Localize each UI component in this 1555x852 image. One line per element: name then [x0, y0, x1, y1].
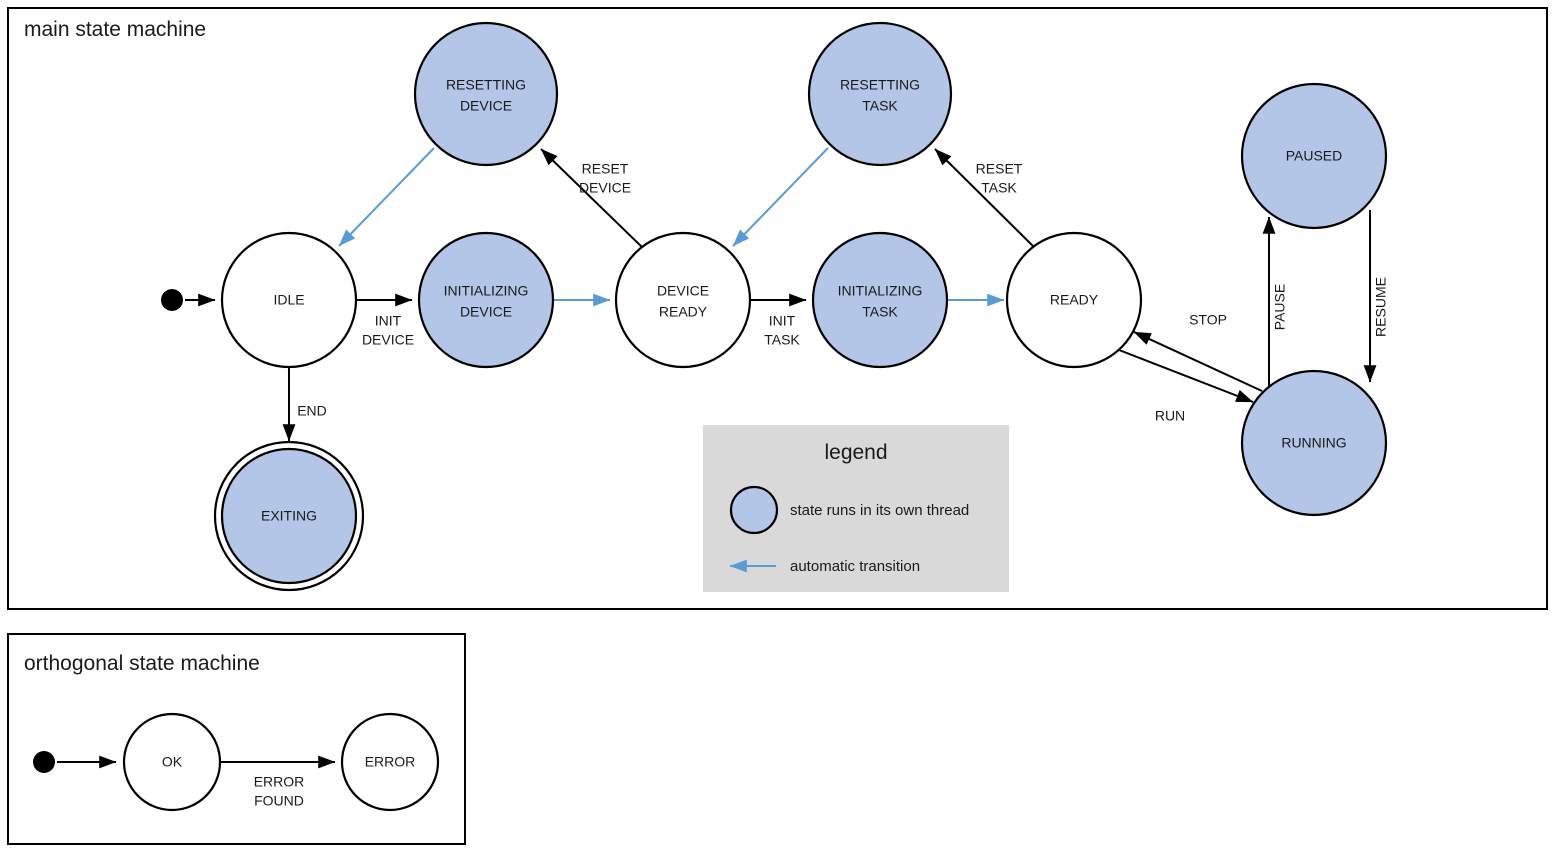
state-error-label: ERROR: [365, 754, 416, 770]
initial-pseudostate-main[interactable]: [161, 289, 183, 311]
state-device-ready-label-line2: READY: [659, 304, 708, 320]
state-device-ready[interactable]: DEVICE READY: [614, 231, 752, 369]
state-initializing-task-shape[interactable]: [811, 231, 949, 369]
state-paused-shape[interactable]: [1240, 82, 1388, 230]
state-running-label: RUNNING: [1281, 435, 1346, 451]
state-resetting-task-label-line1: RESETTING: [840, 77, 920, 93]
transition-running-to-ready: [1133, 331, 1263, 392]
state-idle-shape[interactable]: [220, 231, 358, 369]
edge-label-stop: STOP: [1189, 312, 1227, 328]
orthogonal-frame-title: orthogonal state machine: [24, 652, 260, 675]
state-exiting-shape[interactable]: [220, 447, 358, 585]
edge-label-reset-device-line1: RESET: [582, 161, 629, 177]
state-exiting[interactable]: EXITING: [213, 440, 365, 592]
state-resetting-device-label-line1: RESETTING: [446, 77, 526, 93]
edge-label-pause: PAUSE: [1272, 284, 1288, 330]
main-frame-title: main state machine: [24, 18, 206, 41]
states-layer: IDLE RESETTING DEVICE INITIALIZING DEVIC…: [161, 21, 1388, 592]
edge-label-error-found-line1: ERROR: [254, 774, 305, 790]
state-resetting-device[interactable]: RESETTING DEVICE: [413, 21, 559, 167]
state-initializing-device[interactable]: INITIALIZING DEVICE: [417, 231, 555, 369]
transition-ready-to-running: [1118, 349, 1254, 403]
edge-label-end: END: [297, 403, 327, 419]
state-initializing-device-label-line1: INITIALIZING: [444, 283, 529, 299]
state-resetting-device-shape[interactable]: [413, 21, 559, 167]
state-running-shape[interactable]: [1240, 369, 1388, 517]
edge-label-reset-task-line1: RESET: [976, 161, 1023, 177]
state-initializing-task[interactable]: INITIALIZING TASK: [811, 231, 949, 369]
state-error[interactable]: ERROR: [340, 712, 440, 812]
edge-label-init-device-line2: DEVICE: [362, 332, 414, 348]
transition-resetting-device-to-idle: [338, 147, 435, 247]
state-initializing-device-shape[interactable]: [417, 231, 555, 369]
transitions-layer: INIT DEVICE RESET DEVICE INIT TASK RESET…: [185, 147, 1389, 442]
state-initializing-device-label-line2: DEVICE: [460, 304, 512, 320]
state-idle-label: IDLE: [273, 292, 304, 308]
state-ready[interactable]: READY: [1005, 231, 1143, 369]
legend-item-2-label: automatic transition: [790, 558, 920, 575]
edge-label-reset-task-line2: TASK: [981, 180, 1017, 196]
state-idle[interactable]: IDLE: [220, 231, 358, 369]
state-resetting-device-label-line2: DEVICE: [460, 98, 512, 114]
state-ready-label: READY: [1050, 292, 1099, 308]
legend-thread-state-swatch-icon: [729, 485, 779, 535]
state-resetting-task-shape[interactable]: [807, 21, 953, 167]
state-device-ready-label-line1: DEVICE: [657, 283, 709, 299]
state-resetting-task-label-line2: TASK: [862, 98, 898, 114]
edge-label-init-task-line2: TASK: [764, 332, 800, 348]
edge-label-init-device-line1: INIT: [375, 313, 402, 329]
state-ok-shape[interactable]: [122, 712, 222, 812]
state-exiting-label: EXITING: [261, 508, 317, 524]
transition-device-ready-to-resetting-device: [540, 148, 645, 250]
state-ok[interactable]: OK: [122, 712, 222, 812]
edge-label-run: RUN: [1155, 408, 1185, 424]
legend-title: legend: [824, 441, 887, 464]
state-running[interactable]: RUNNING: [1240, 369, 1388, 517]
edge-label-resume: RESUME: [1373, 277, 1389, 337]
legend-item-1-label: state runs in its own thread: [790, 502, 969, 519]
initial-pseudostate-orthogonal[interactable]: [33, 751, 55, 773]
state-device-ready-shape[interactable]: [614, 231, 752, 369]
orthogonal-state-machine-frame: orthogonal state machine ERROR FOUND OK …: [7, 633, 466, 845]
transition-ready-to-resetting-task: [934, 148, 1037, 250]
state-paused-label: PAUSED: [1286, 148, 1343, 164]
state-initializing-task-label-line2: TASK: [862, 304, 898, 320]
state-resetting-task[interactable]: RESETTING TASK: [807, 21, 953, 167]
state-initializing-task-label-line1: INITIALIZING: [838, 283, 923, 299]
state-paused[interactable]: PAUSED: [1240, 82, 1388, 230]
transition-resetting-task-to-device-ready: [732, 147, 829, 247]
legend: legend state runs in its own thread auto…: [703, 425, 1009, 592]
state-ok-label: OK: [162, 754, 183, 770]
edge-label-error-found-line2: FOUND: [254, 793, 304, 809]
state-error-shape[interactable]: [340, 712, 440, 812]
edge-label-init-task-line1: INIT: [769, 313, 796, 329]
edge-label-reset-device-line2: DEVICE: [579, 180, 631, 196]
state-ready-shape[interactable]: [1005, 231, 1143, 369]
